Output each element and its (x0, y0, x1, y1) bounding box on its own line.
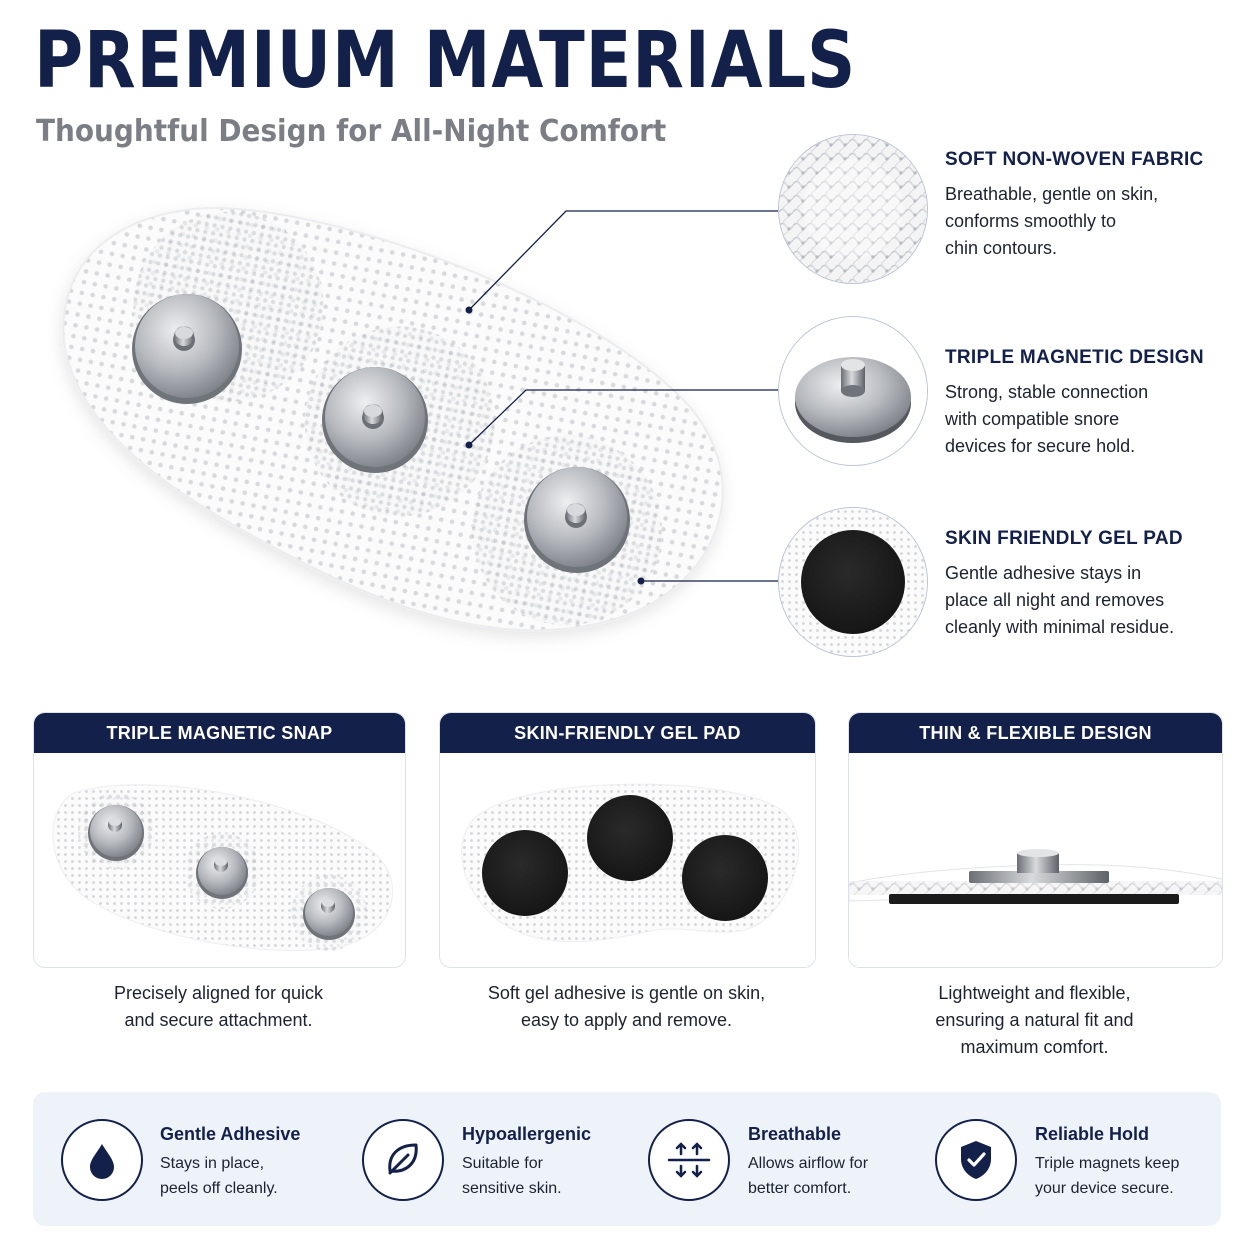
benefit-line: your device secure. (1035, 1180, 1174, 1197)
fabric-closeup (778, 134, 928, 284)
caption-line: and secure attachment. (124, 1010, 313, 1030)
hero-magnet-right (524, 467, 630, 573)
feature-line: Strong, stable connection (945, 382, 1149, 402)
benefit-line: Stays in place, (160, 1155, 265, 1172)
benefit-title: Breathable (748, 1124, 842, 1144)
feature-line: cleanly with minimal residue. (945, 617, 1175, 637)
leaf-icon (362, 1119, 444, 1201)
magnet-closeup (778, 316, 928, 466)
feature-line: with compatible snore (945, 409, 1120, 429)
feature-description: Breathable, gentle on skin, conforms smo… (945, 181, 1235, 262)
benefit-line: Triple magnets keep (1035, 1155, 1180, 1172)
caption-line: easy to apply and remove. (520, 1010, 733, 1030)
feature-triple-magnetic: TRIPLE MAGNETIC DESIGN Strong, stable co… (945, 347, 1235, 460)
feature-soft-fabric: SOFT NON-WOVEN FABRIC Breathable, gentle… (945, 149, 1235, 262)
card-header: THIN & FLEXIBLE DESIGN (849, 713, 1222, 753)
card-caption-flexible: Lightweight and flexible, ensuring a nat… (848, 980, 1221, 1061)
hero-magnets (132, 210, 778, 585)
card-caption-gel: Soft gel adhesive is gentle on skin, eas… (439, 980, 814, 1034)
benefit-line: Suitable for (462, 1155, 543, 1172)
benefit-gentle-adhesive: Gentle Adhesive Stays in place, peels of… (160, 1124, 350, 1201)
feature-line: chin contours. (945, 238, 1058, 258)
feature-line: conforms smoothly to (945, 211, 1117, 231)
feature-title: TRIPLE MAGNETIC DESIGN (945, 347, 1204, 368)
card-header: TRIPLE MAGNETIC SNAP (34, 713, 405, 753)
hero-magnet-left (132, 294, 242, 404)
feature-title: SKIN FRIENDLY GEL PAD (945, 528, 1183, 549)
benefit-line: peels off cleanly. (160, 1180, 278, 1197)
drop-icon (61, 1119, 143, 1201)
callout-dot-magnet (465, 441, 473, 449)
feature-line: Breathable, gentle on skin, (945, 184, 1159, 204)
feature-description: Gentle adhesive stays in place all night… (945, 560, 1240, 641)
caption-line: Soft gel adhesive is gentle on skin, (487, 983, 766, 1003)
page-subtitle: Thoughtful Design for All-Night Comfort (36, 114, 667, 149)
card-skin-friendly-gel: SKIN-FRIENDLY GEL PAD (439, 712, 816, 968)
benefit-line: sensitive skin. (462, 1180, 562, 1197)
callout-dot-gel (637, 577, 645, 585)
benefit-description: Suitable for sensitive skin. (462, 1151, 652, 1201)
card-image-gel-pads (440, 753, 815, 967)
feature-title: SOFT NON-WOVEN FABRIC (945, 149, 1204, 170)
benefit-line: Allows airflow for (748, 1155, 869, 1172)
benefit-description: Triple magnets keep your device secure. (1035, 1151, 1215, 1201)
feature-description: Strong, stable connection with compatibl… (945, 379, 1235, 460)
card-image-profile (849, 753, 1222, 967)
benefit-hypoallergenic: Hypoallergenic Suitable for sensitive sk… (462, 1124, 652, 1201)
caption-line: Precisely aligned for quick (113, 983, 324, 1003)
benefit-description: Stays in place, peels off cleanly. (160, 1151, 350, 1201)
benefit-title: Gentle Adhesive (160, 1124, 301, 1144)
shield-check-icon (935, 1119, 1017, 1201)
card-caption-magnetic: Precisely aligned for quick and secure a… (33, 980, 404, 1034)
feature-line: place all night and removes (945, 590, 1165, 610)
benefit-title: Hypoallergenic (462, 1124, 592, 1144)
feature-gel-pad: SKIN FRIENDLY GEL PAD Gentle adhesive st… (945, 528, 1240, 641)
callout-dot-fabric (465, 306, 473, 314)
card-triple-magnetic-snap: TRIPLE MAGNETIC SNAP (33, 712, 406, 968)
benefit-line: better comfort. (748, 1180, 852, 1197)
page-title: PREMIUM MATERIALS (34, 16, 857, 106)
gel-pad-closeup (778, 507, 928, 657)
hero-magnet-middle (322, 367, 428, 473)
benefits-panel (33, 1092, 1221, 1226)
callout-line-magnet (468, 389, 778, 446)
caption-line: Lightweight and flexible, (938, 983, 1131, 1003)
card-image-magnets (34, 753, 405, 967)
feature-line: devices for secure hold. (945, 436, 1136, 456)
card-header: SKIN-FRIENDLY GEL PAD (440, 713, 815, 753)
airflow-icon (648, 1119, 730, 1201)
benefit-description: Allows airflow for better comfort. (748, 1151, 938, 1201)
caption-line: maximum comfort. (960, 1037, 1109, 1057)
benefit-title: Reliable Hold (1035, 1124, 1150, 1144)
caption-line: ensuring a natural fit and (935, 1010, 1134, 1030)
benefit-reliable-hold: Reliable Hold Triple magnets keep your d… (1035, 1124, 1215, 1201)
feature-line: Gentle adhesive stays in (945, 563, 1142, 583)
benefit-breathable: Breathable Allows airflow for better com… (748, 1124, 938, 1201)
callout-line-fabric (468, 210, 778, 311)
card-thin-flexible: THIN & FLEXIBLE DESIGN (848, 712, 1223, 968)
callout-lines (468, 210, 778, 582)
